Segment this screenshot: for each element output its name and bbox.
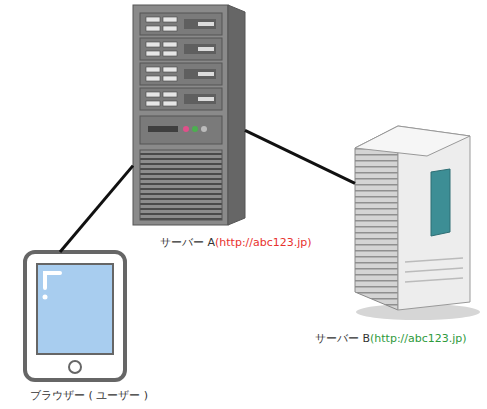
device-name: サーバー A: [160, 236, 215, 249]
device-url: (http://abc123.jp): [370, 332, 467, 345]
network-link: [245, 130, 355, 183]
server-b-tower: [355, 126, 480, 320]
device-url: (http://abc123.jp): [215, 236, 312, 249]
server-a-tower: [133, 5, 245, 225]
node-label: ブラウザー ( ユーザー ): [30, 389, 148, 402]
browser-box: ブラウザー ( ユーザー ): [25, 252, 125, 380]
node-label: サーバー B(http://abc123.jp): [315, 332, 467, 345]
server-box: サーバー A(http://abc123.jp): [133, 5, 245, 225]
node-label: サーバー A(http://abc123.jp): [160, 236, 312, 249]
server-box: サーバー B(http://abc123.jp): [355, 118, 470, 310]
network-link: [60, 166, 133, 252]
device-name: ブラウザー ( ユーザー ): [30, 389, 148, 402]
device-name: サーバー B: [315, 332, 370, 345]
tablet-device: [25, 252, 125, 380]
